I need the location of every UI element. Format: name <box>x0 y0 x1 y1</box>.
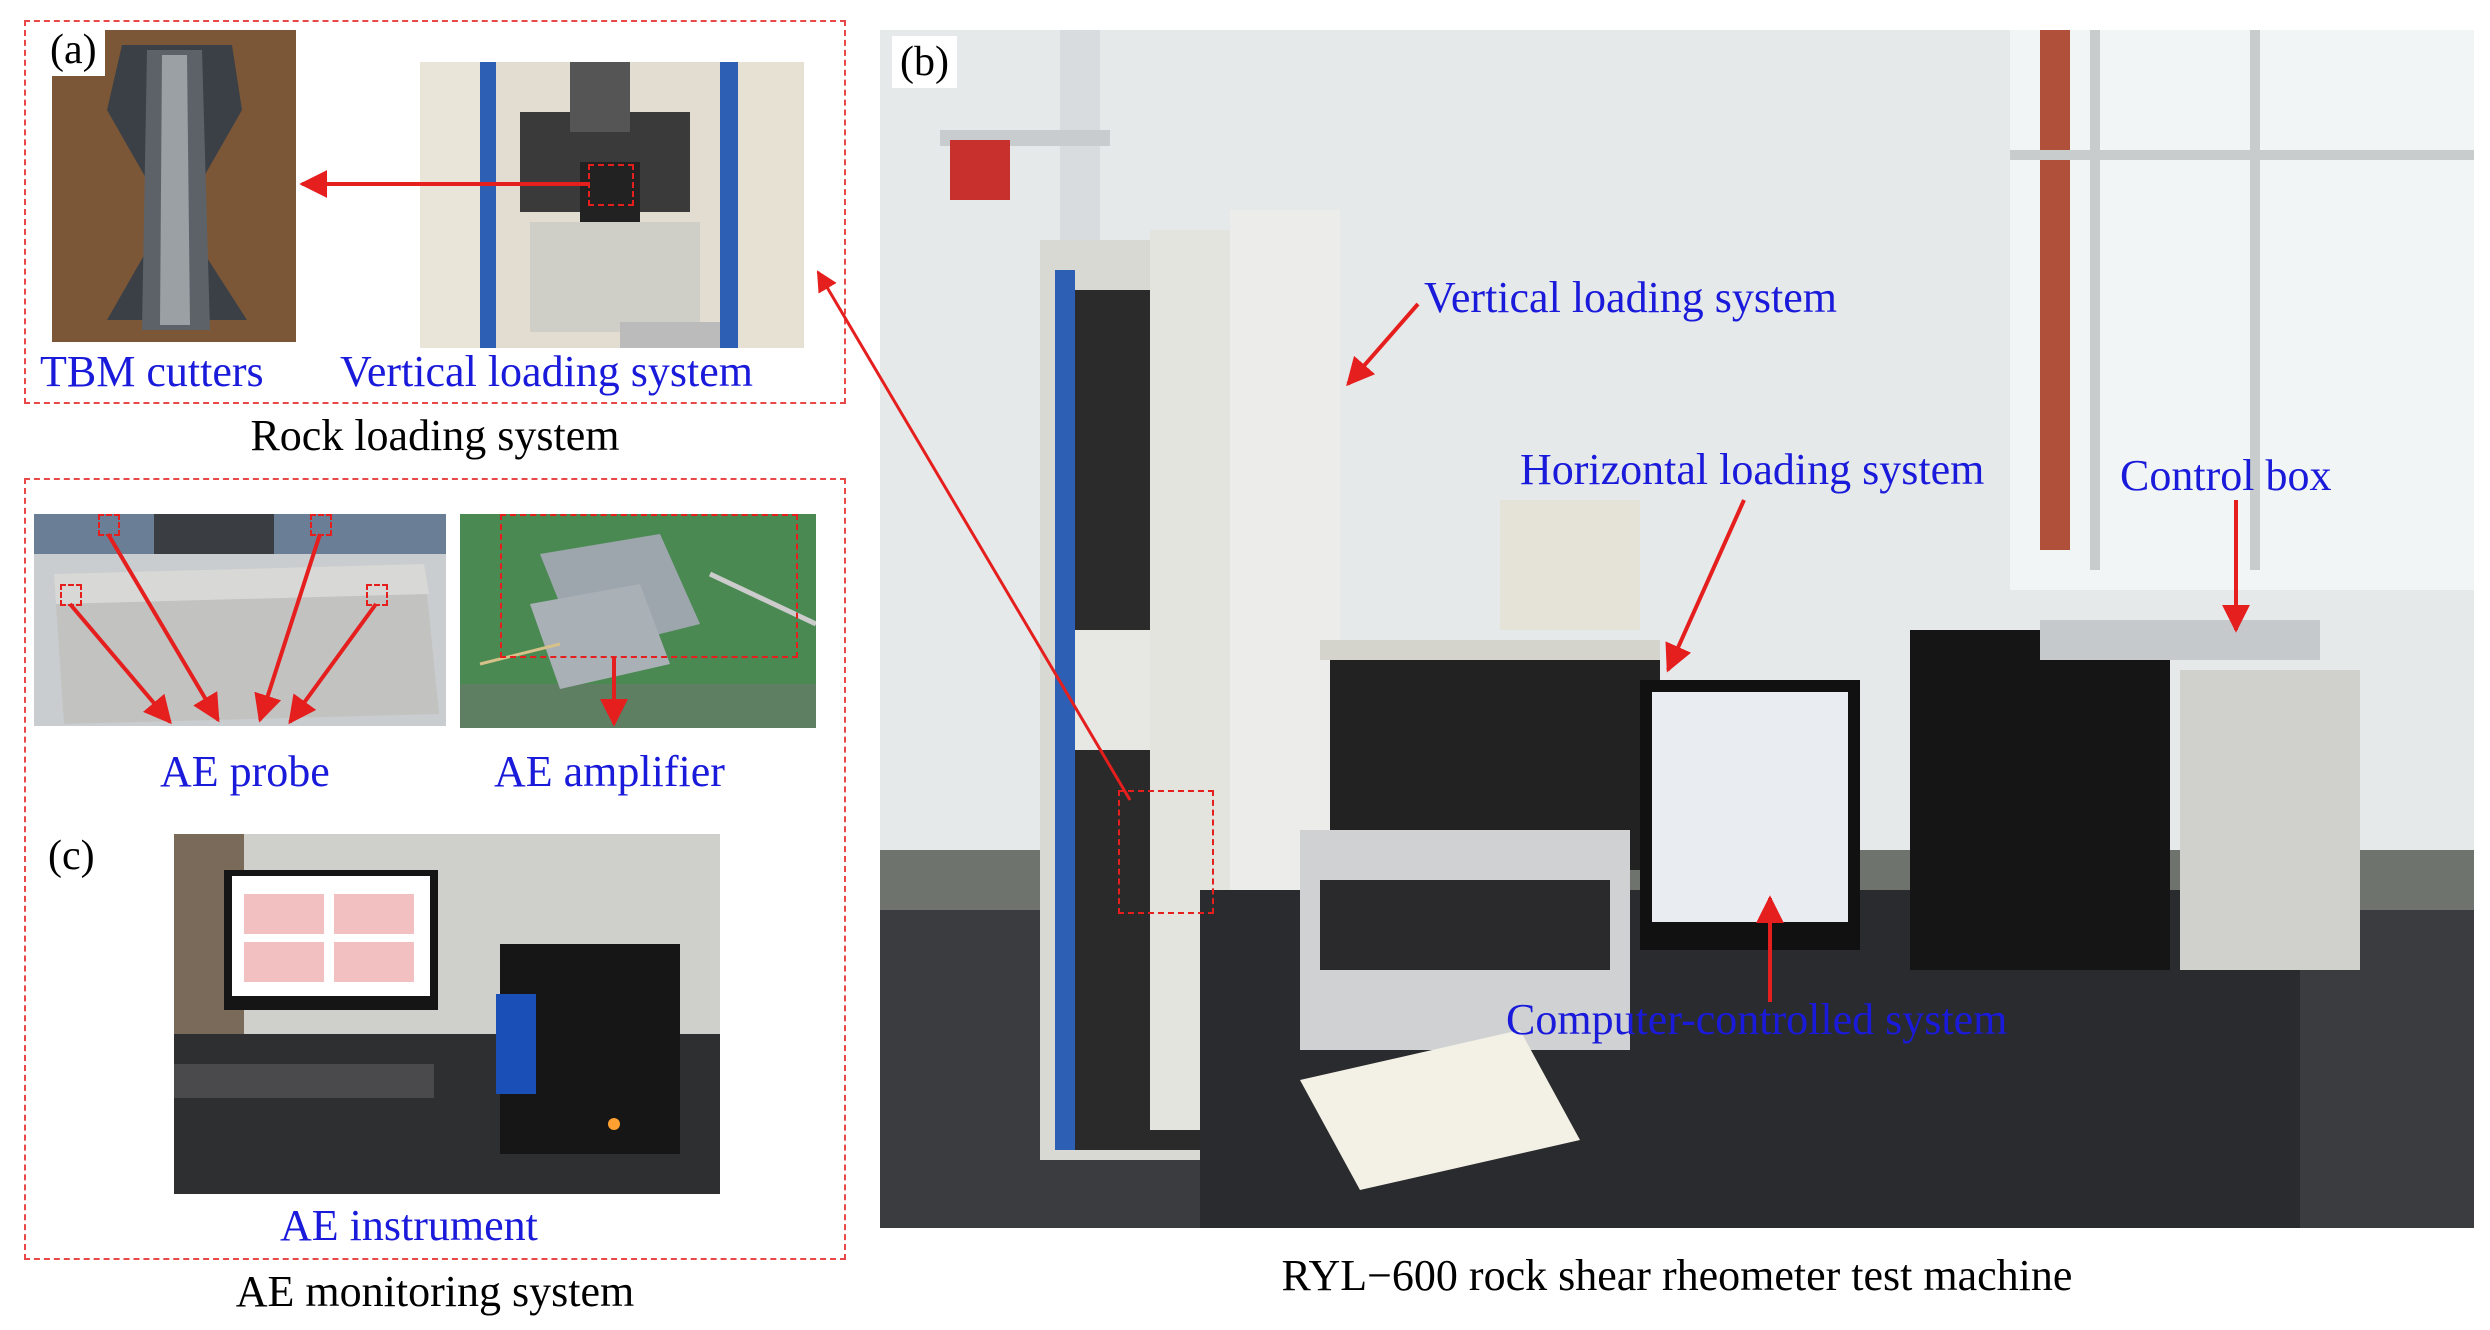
probe-marker-1 <box>98 514 120 536</box>
caption-rock-loading: Rock loading system <box>250 411 620 460</box>
rock-loading-frame <box>24 20 846 404</box>
probe-marker-4 <box>366 584 388 606</box>
ae-probe-photo <box>34 514 446 726</box>
ae-instrument-photo <box>174 834 720 1194</box>
label-computer-controlled: Computer-controlled system <box>1506 995 2008 1044</box>
probe-marker-2 <box>310 514 332 536</box>
ae-amplifier-photo <box>460 514 816 728</box>
caption-ae-monitoring: AE monitoring system <box>235 1267 635 1316</box>
label-horizontal-loading: Horizontal loading system <box>1520 445 1985 494</box>
panel-label-b: (b) <box>892 36 957 88</box>
label-ae-amplifier: AE amplifier <box>494 747 725 796</box>
ae-monitoring-frame <box>24 478 846 1260</box>
label-ae-probe: AE probe <box>160 747 330 796</box>
amplifier-highlight-box <box>500 514 798 658</box>
caption-machine: RYL−600 rock shear rheometer test machin… <box>1281 1251 2073 1300</box>
panel-label-a: (a) <box>42 24 105 76</box>
label-tbm-cutters: TBM cutters <box>40 347 264 396</box>
panel-label-c: (c) <box>40 830 103 882</box>
probe-marker-3 <box>60 584 82 606</box>
label-vertical-loading-small: Vertical loading system <box>340 347 754 396</box>
tbm-cutter-photo <box>52 30 296 342</box>
label-vertical-loading-main: Vertical loading system <box>1424 273 1838 322</box>
label-control-box: Control box <box>2120 451 2332 500</box>
label-ae-instrument: AE instrument <box>280 1201 538 1250</box>
vertical-loading-small-photo <box>420 62 804 348</box>
vertical-loading-highlight-box <box>588 164 634 206</box>
machine-photo <box>880 30 2474 1228</box>
specimen-highlight-box <box>1118 790 1214 914</box>
